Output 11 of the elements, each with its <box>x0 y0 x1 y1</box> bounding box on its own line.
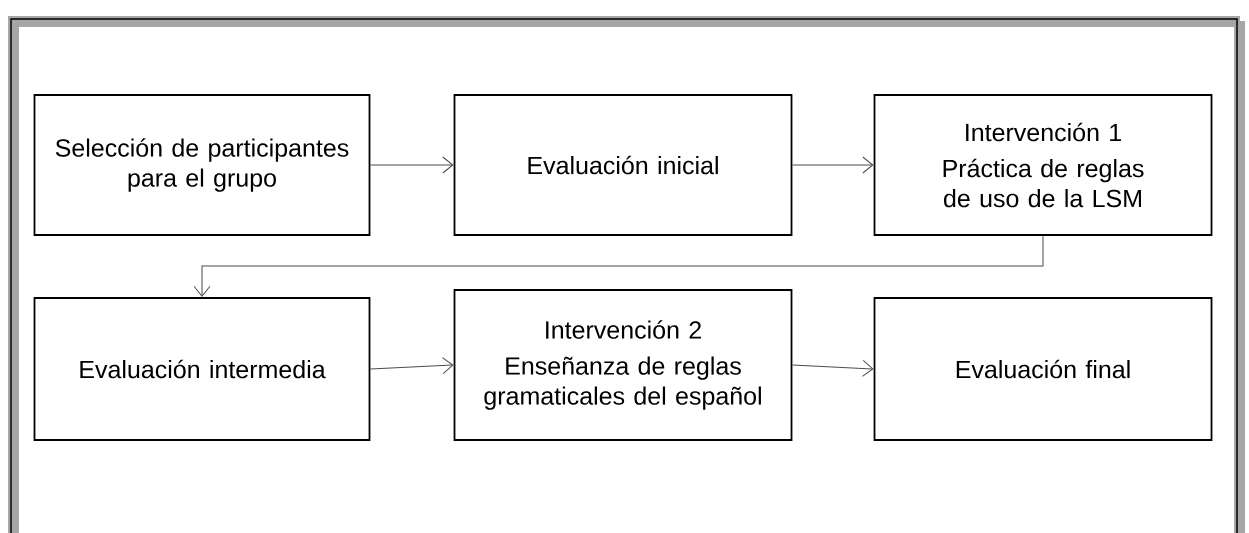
process-box: Evaluación intermedia <box>33 297 371 441</box>
process-box: Evaluación inicial <box>453 94 793 236</box>
arrow <box>791 156 874 174</box>
process-box: Evaluación final <box>873 297 1213 441</box>
arrow <box>369 357 454 374</box>
arrow <box>193 235 1044 297</box>
arrow <box>791 360 874 377</box>
process-box: Intervención 1 Práctica de reglas de uso de la LSM <box>873 94 1213 236</box>
arrow <box>369 156 454 174</box>
process-box: Intervención 2 Enseñanza de reglas gramaticales del español <box>453 289 793 441</box>
process-box: Selección de participantes para el grupo <box>33 94 371 236</box>
